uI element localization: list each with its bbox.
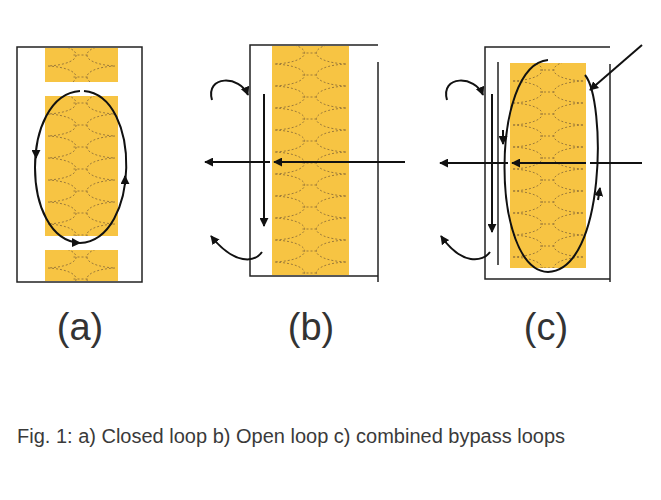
panel-c — [485, 47, 610, 282]
insulation-texture — [275, 46, 346, 275]
panel-b — [250, 45, 378, 282]
panel-a — [17, 47, 142, 282]
figure-caption: Fig. 1: a) Closed loop b) Open loop c) c… — [17, 422, 577, 451]
air-flow-arrows — [35, 45, 642, 272]
panel-label: (c) — [524, 308, 568, 346]
insulation-texture — [48, 96, 115, 236]
panel-label: (a) — [57, 308, 103, 346]
panel-label: (b) — [288, 308, 334, 346]
insulation-texture — [48, 250, 115, 281]
insulation-texture — [513, 63, 583, 268]
insulation-texture — [48, 48, 115, 82]
